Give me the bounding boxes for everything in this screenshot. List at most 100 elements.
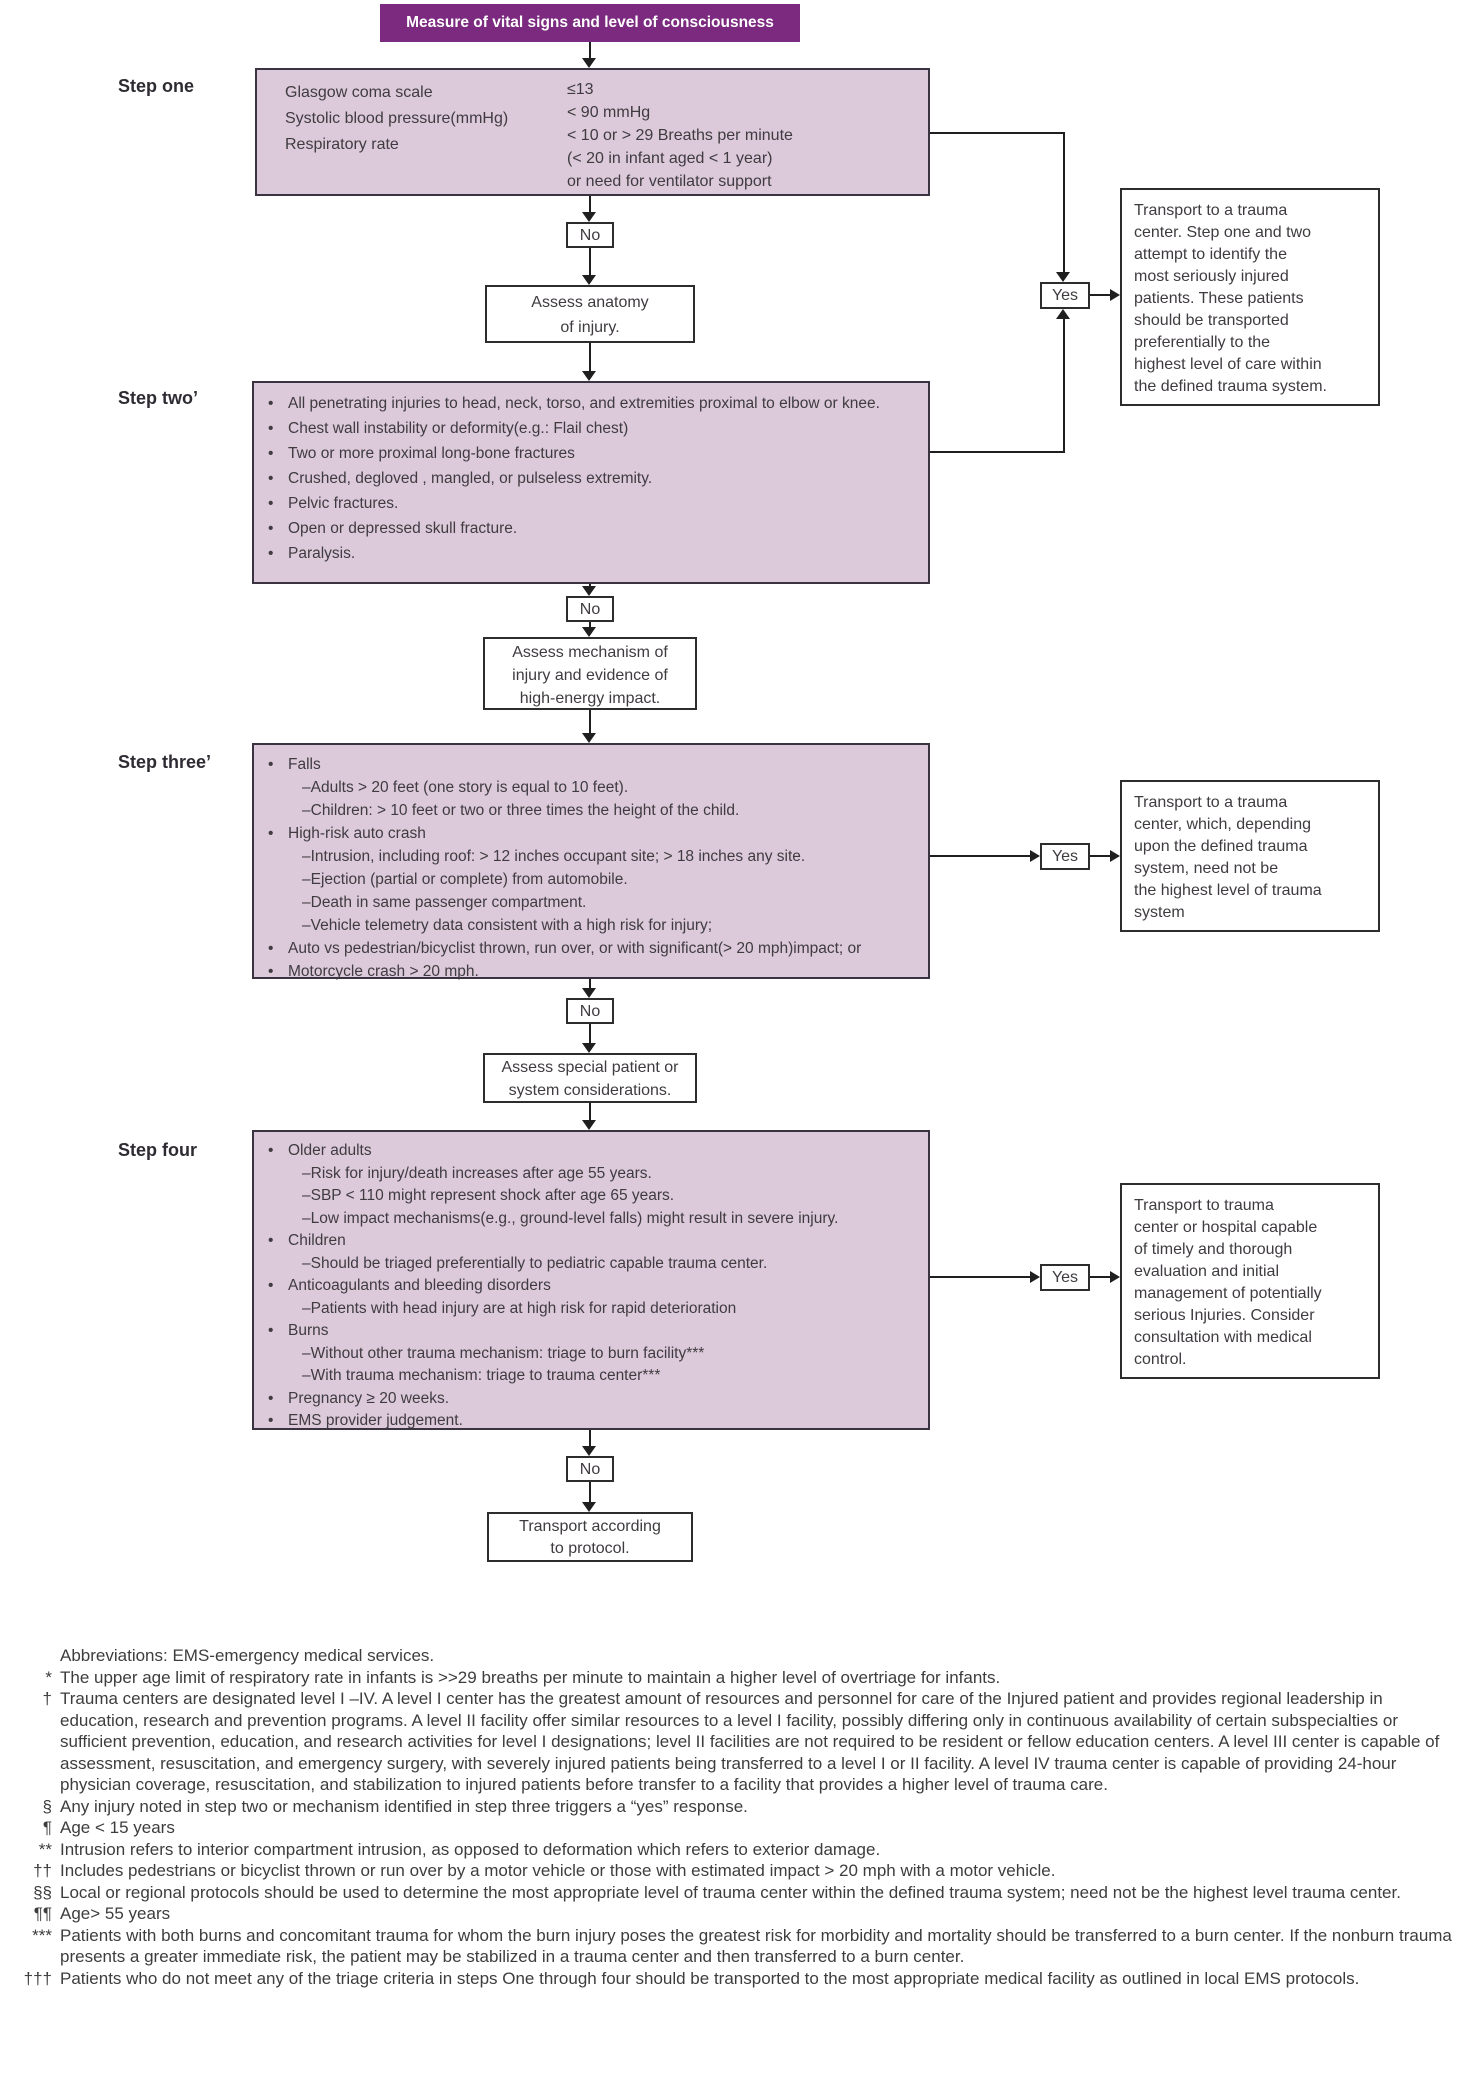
footnote-marker: ¶¶: [33, 1904, 52, 1923]
criteria-text: Respiratory rate: [285, 136, 399, 153]
assess-special-box: Assess special patient or system conside…: [483, 1053, 697, 1103]
footnote-marker: *: [45, 1667, 52, 1687]
bullet-icon: •: [268, 445, 274, 462]
criteria-text: –Children: > 10 feet or two or three tim…: [302, 802, 740, 819]
criteria-text: Anticoagulants and bleeding disorders: [288, 1277, 551, 1294]
outcome-box-steps-one-two: Transport to a trauma center. Step one a…: [1120, 188, 1380, 406]
bullet-icon: •: [268, 1277, 274, 1294]
criteria-text: Falls: [288, 756, 321, 773]
connector-line: [930, 855, 1030, 857]
connector-line: [1090, 1276, 1110, 1278]
bullet-icon: •: [268, 1322, 274, 1339]
step-four-list: •Older adults –Risk for injury/death inc…: [268, 1140, 922, 1433]
connector-line: [589, 42, 591, 58]
arrowhead-down-icon: [582, 988, 596, 998]
connector-line: [589, 1482, 591, 1502]
criteria-value: (< 20 in infant aged < 1 year): [567, 150, 773, 167]
footnote-text: Any injury noted in step two or mechanis…: [60, 1796, 748, 1816]
list-item: •Burns: [268, 1320, 922, 1343]
arrowhead-down-icon: [582, 1043, 596, 1053]
criteria-text: –SBP < 110 might represent shock after a…: [302, 1187, 675, 1204]
bullet-icon: •: [268, 756, 274, 773]
list-subitem: –Risk for injury/death increases after a…: [268, 1163, 922, 1186]
bullet-icon: •: [268, 1412, 274, 1429]
criteria-text: Systolic blood pressure(mmHg): [285, 110, 509, 127]
footnote: ¶ Age < 15 years: [10, 1817, 1460, 1839]
criteria-text: Motorcycle crash > 20 mph.: [288, 963, 479, 980]
criteria-value: < 10 or > 29 Breaths per minute: [567, 127, 793, 144]
criteria-text: Open or depressed skull fracture.: [288, 520, 518, 537]
arrowhead-down-icon: [582, 1446, 596, 1456]
footnote-marker: §§: [33, 1882, 52, 1902]
list-item: •Children: [268, 1230, 922, 1253]
bullet-icon: •: [268, 545, 274, 562]
bullet-icon: •: [268, 1142, 274, 1159]
assess-anatomy-box: Assess anatomy of injury.: [485, 285, 695, 343]
arrowhead-down-icon: [582, 586, 596, 596]
step-three-box: •Falls –Adults > 20 feet (one story is e…: [252, 743, 930, 980]
list-item: •Auto vs pedestrian/bicyclist thrown, ru…: [268, 937, 922, 960]
footnote-text: Age> 55 years: [60, 1904, 171, 1923]
footnote-marker: ††: [33, 1861, 52, 1880]
footnote-text: Age < 15 years: [60, 1818, 175, 1837]
footnote: †† Includes pedestrians or bicyclist thro…: [10, 1860, 1460, 1882]
arrowhead-down-icon: [582, 733, 596, 743]
criteria-text: EMS provider judgement.: [288, 1412, 463, 1429]
criteria-text: –Without other trauma mechanism: triage …: [302, 1344, 705, 1362]
footnote: **Intrusion refers to interior compartme…: [10, 1839, 1460, 1861]
step-four-box: •Older adults –Risk for injury/death inc…: [252, 1130, 930, 1430]
criteria-text: –Should be triaged preferentially to ped…: [302, 1254, 768, 1272]
list-subitem: –SBP < 110 might represent shock after a…: [268, 1185, 922, 1208]
criteria-text: –Low impact mechanisms(e.g., ground-leve…: [302, 1209, 839, 1227]
footnote-marker: [10, 1645, 60, 1667]
arrowhead-down-icon: [1056, 272, 1070, 282]
no-box-4: No: [566, 1456, 614, 1482]
criteria-value: ≤13: [567, 81, 594, 98]
connector-line: [589, 710, 591, 733]
connector-line: [589, 1024, 591, 1043]
footnote-text: Intrusion refers to interior compartment…: [60, 1839, 881, 1859]
step-one-label: Step one: [118, 76, 195, 96]
footnote-marker: ¶: [42, 1818, 52, 1837]
no-box-3: No: [566, 998, 614, 1024]
connector-line: [589, 196, 591, 212]
arrowhead-down-icon: [582, 58, 596, 68]
footnote: § Any injury noted in step two or mechani…: [10, 1796, 1460, 1818]
criteria-text: Auto vs pedestrian/bicyclist thrown, run…: [288, 940, 862, 957]
bullet-icon: •: [268, 420, 274, 437]
step-two-box: • All penetrating injuries to head, neck,…: [252, 381, 930, 584]
list-subitem: –Without other trauma mechanism: triage …: [268, 1343, 922, 1366]
connector-line: [930, 132, 1065, 134]
list-item: •High-risk auto crash: [268, 822, 922, 845]
footnote: †Trauma centers are designated level I –…: [10, 1688, 1460, 1796]
step-four-label: Step four: [118, 1140, 197, 1160]
footnote: *The upper age limit of respiratory rate…: [10, 1667, 1460, 1689]
connector-line: [930, 451, 1065, 453]
criteria-value: < 90 mmHg: [567, 104, 651, 121]
footnote-marker: §: [42, 1796, 52, 1816]
list-subitem: –Patients with head injury are at high r…: [268, 1298, 922, 1321]
list-item: • Falls: [268, 753, 922, 776]
no-box-1: No: [566, 222, 614, 248]
list-item: •All penetrating injuries to head, neck,…: [268, 391, 922, 416]
footnote-text: Abbreviations: EMS-emergency medical ser…: [60, 1646, 435, 1665]
criteria-text: –Patients with head injury are at high r…: [302, 1299, 737, 1317]
step-one-values-column: ≤13 < 90 mmHg < 10 or > 29 Breaths per m…: [567, 78, 793, 193]
criteria-text: All penetrating injuries to head, neck, …: [288, 395, 880, 412]
list-item: •Chest wall instability or deformity(e.g…: [268, 416, 922, 441]
footnote-text: Trauma centers are designated level I –I…: [60, 1689, 1440, 1794]
footnote-marker: †††: [23, 1968, 52, 1988]
outcome-box-step-four: Transport to trauma center or hospital c…: [1120, 1183, 1380, 1379]
outcome-box-step-three: Transport to a trauma center, which, dep…: [1120, 780, 1380, 932]
footnote-marker: ***: [32, 1925, 52, 1945]
criteria-text: –Ejection (partial or complete) from aut…: [302, 871, 628, 888]
yes-box-2: Yes: [1040, 843, 1090, 870]
criteria-text: Crushed, degloved , mangled, or pulseles…: [288, 470, 653, 487]
step-two-list: • All penetrating injuries to head, neck,…: [268, 391, 922, 566]
footnote-text: Patients who do not meet any of the tria…: [60, 1968, 1360, 1988]
connector-line: [589, 584, 591, 586]
list-subitem: –Should be triaged preferentially to ped…: [268, 1253, 922, 1276]
connector-line: [1090, 294, 1110, 296]
arrowhead-down-icon: [582, 1502, 596, 1512]
footnote-text: Includes pedestrians or bicyclist thrown…: [60, 1861, 1056, 1880]
